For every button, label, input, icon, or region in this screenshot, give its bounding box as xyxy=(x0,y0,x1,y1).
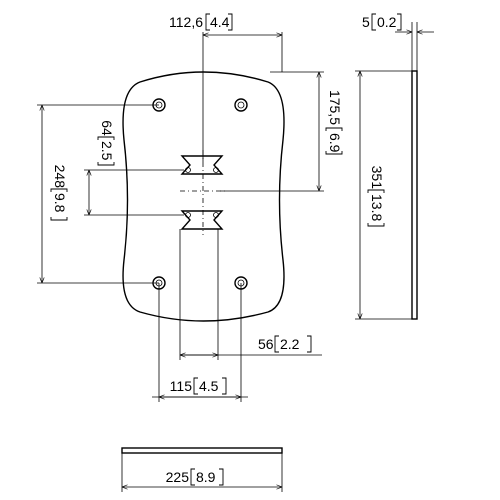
dim-plate-height-mm: 351 xyxy=(369,166,385,190)
dim-hole-horizontal-spacing-inch: 4.5 xyxy=(199,378,219,394)
dim-upper-slot-offset-mm: 175,5 xyxy=(327,90,343,125)
dim-plate-width-inch: 8.9 xyxy=(196,469,216,485)
dim-hole-horizontal-spacing-mm: 115 xyxy=(170,378,193,394)
dim-slot-spacing-inch: 2.5 xyxy=(99,141,115,161)
dim-hole-vertical-spacing-mm: 248 xyxy=(52,165,68,189)
mounting-hole-top-right xyxy=(234,98,248,112)
dim-plate-height-inch: 13.8 xyxy=(369,194,385,221)
dim-plate-thickness-inch: 0.2 xyxy=(377,14,397,30)
mounting-plate-outline xyxy=(122,71,285,322)
side-view-plate xyxy=(411,70,418,320)
dim-hole-vertical-spacing-inch: 9.8 xyxy=(52,193,68,213)
dim-plate-width-mm: 225 xyxy=(166,469,190,485)
lower-slot xyxy=(180,210,224,230)
dim-center-spacing-inch: 4.4 xyxy=(210,14,230,30)
dim-slot-spacing-mm: 64 xyxy=(99,120,115,136)
dim-slot-width-mm: 56 xyxy=(258,336,274,352)
upper-slot xyxy=(180,155,224,175)
dim-slot-width-inch: 2.2 xyxy=(280,336,300,352)
dim-plate-thickness-mm: 5 xyxy=(362,14,370,30)
dim-center-spacing-mm: 112,6 xyxy=(169,14,203,30)
bottom-view-plate xyxy=(121,447,283,454)
dim-upper-slot-offset-inch: 6.9 xyxy=(327,133,343,153)
